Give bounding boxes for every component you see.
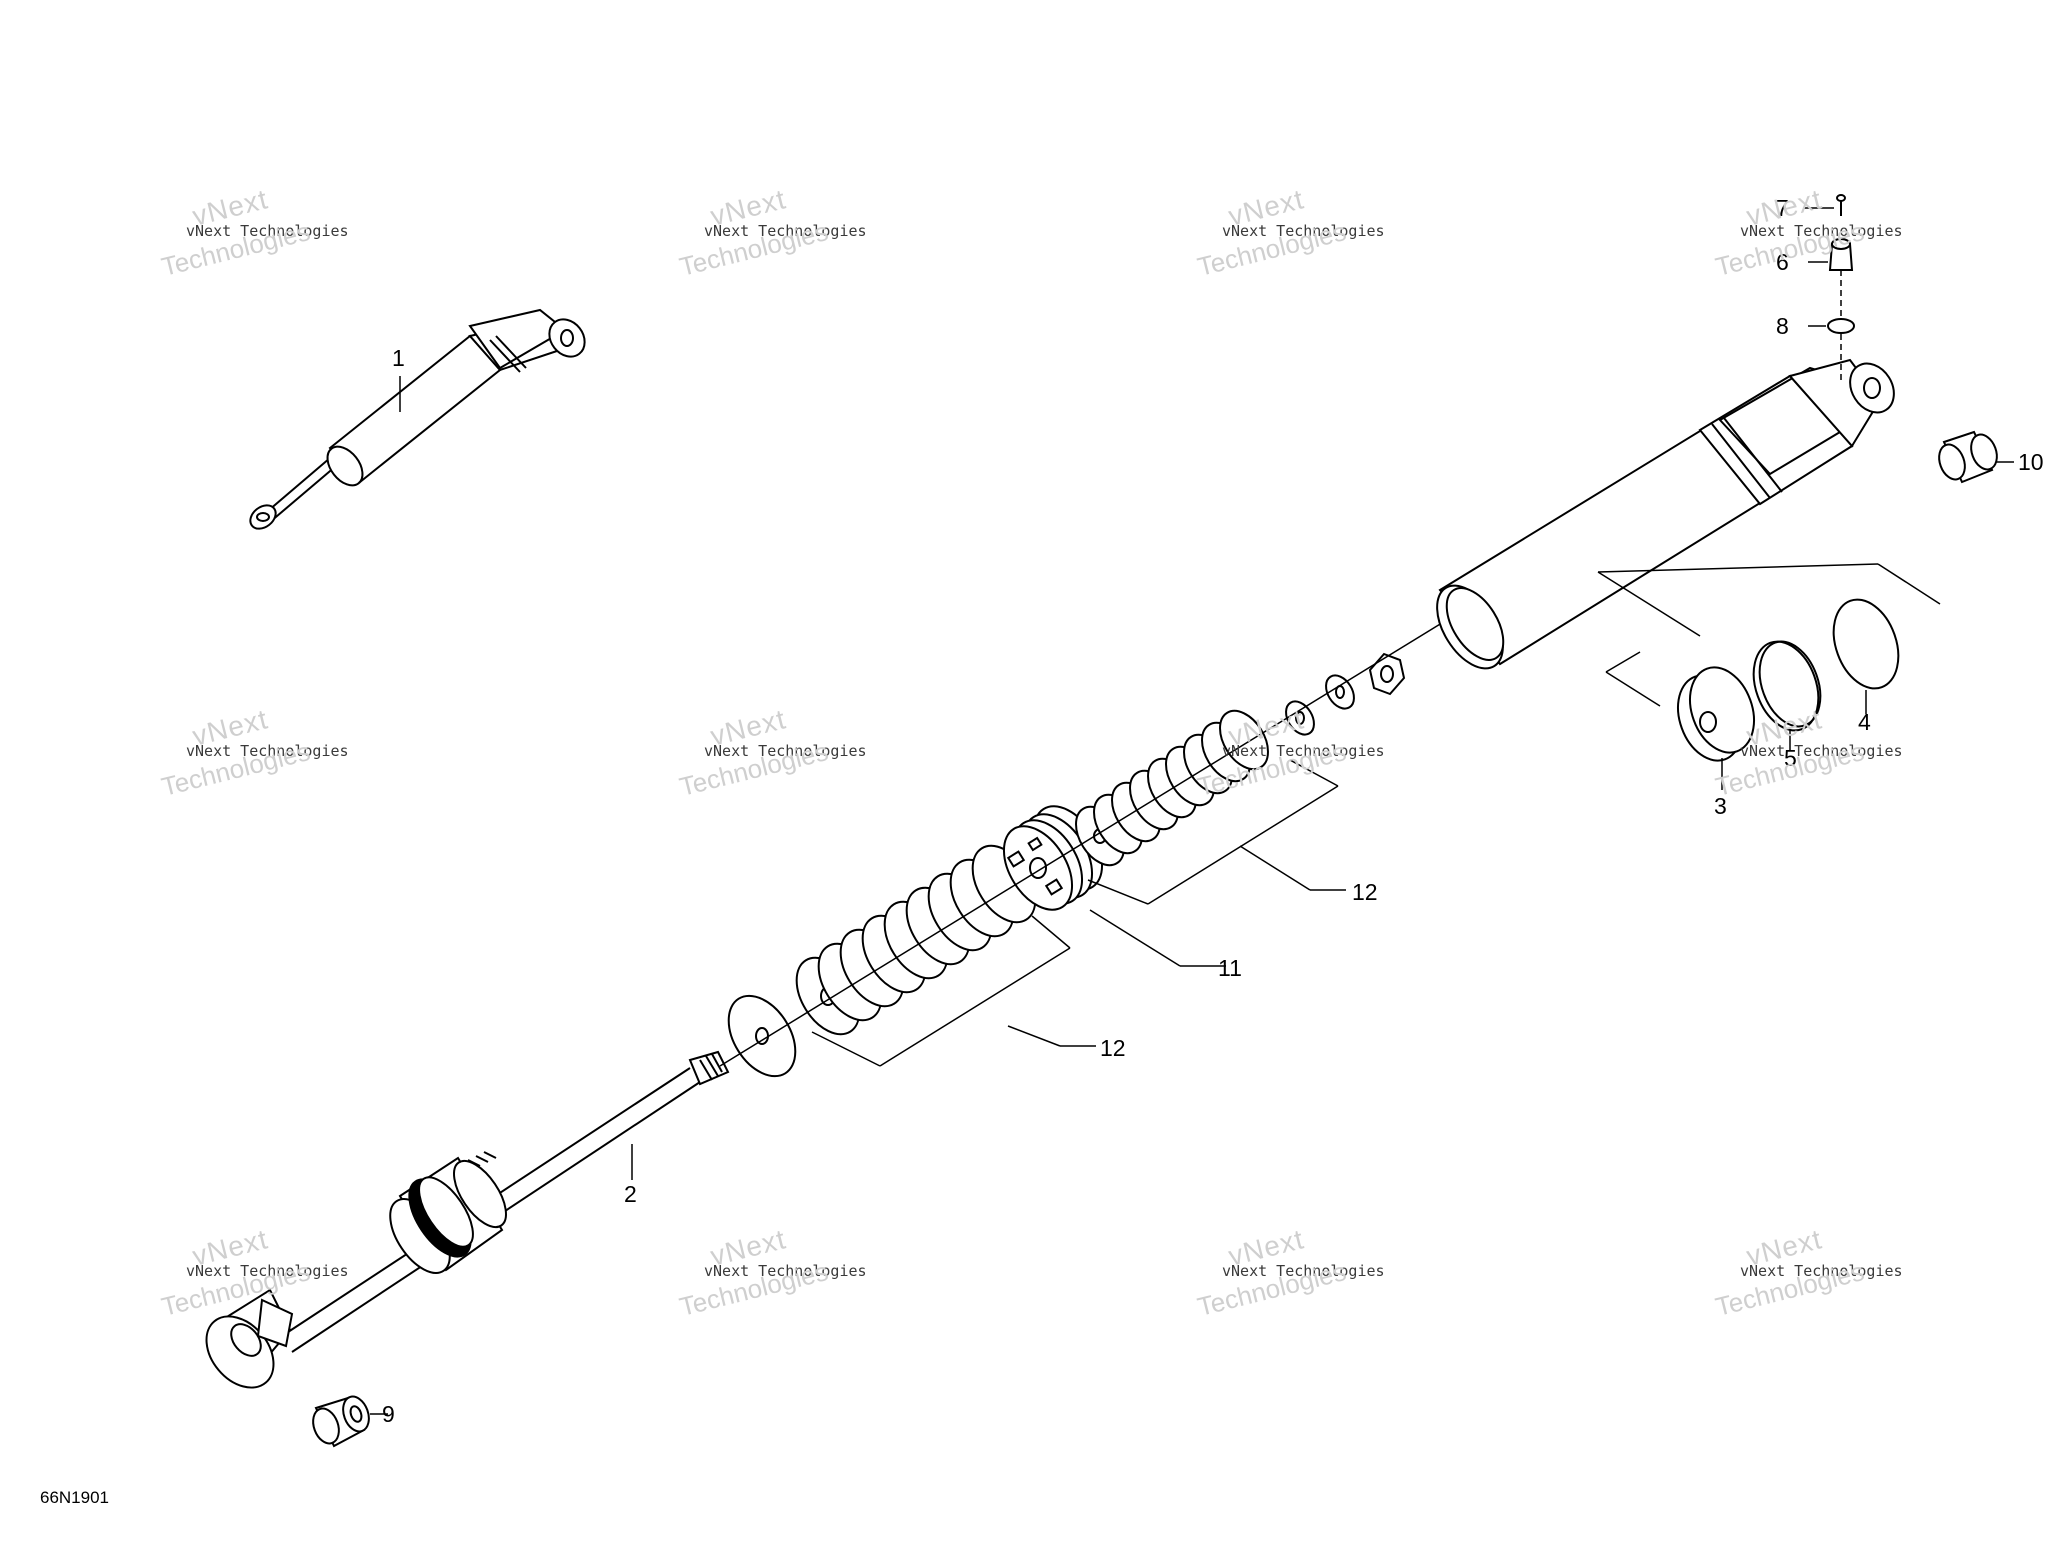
bushing-lower bbox=[312, 1395, 370, 1448]
callout-5: 5 bbox=[1784, 745, 1797, 771]
callout-4: 4 bbox=[1858, 709, 1871, 735]
callout-12-lower: 12 bbox=[1100, 1035, 1126, 1061]
o-ring bbox=[1827, 318, 1855, 334]
callout-7: 7 bbox=[1776, 195, 1789, 221]
shock-shaft-assembly bbox=[205, 1050, 730, 1389]
washers-and-nut bbox=[1285, 652, 1406, 736]
callout-9: 9 bbox=[382, 1401, 395, 1427]
shock-absorber-assembly bbox=[249, 308, 586, 530]
callout-1: 1 bbox=[392, 345, 405, 371]
callout-3: 3 bbox=[1714, 793, 1727, 819]
grouping-brackets bbox=[811, 563, 1941, 1067]
reservoir-cap-parts bbox=[1677, 598, 1900, 762]
piston bbox=[1002, 805, 1104, 911]
shock-body bbox=[1436, 358, 1895, 670]
washer-lower bbox=[727, 994, 797, 1078]
callout-10: 10 bbox=[2018, 449, 2044, 475]
callout-11: 11 bbox=[1218, 955, 1242, 981]
drawing-code: 66N1901 bbox=[40, 1488, 110, 1507]
bushing-upper bbox=[1938, 430, 1998, 484]
callout-2: 2 bbox=[624, 1181, 637, 1207]
callout-8: 8 bbox=[1776, 313, 1789, 339]
leader-lines bbox=[370, 207, 2014, 1415]
assembly-axis bbox=[719, 617, 1451, 1067]
callout-12-upper: 12 bbox=[1352, 879, 1378, 905]
callout-labels: 1 2 3 4 5 6 7 8 9 10 11 12 12 bbox=[382, 195, 2044, 1427]
callout-6: 6 bbox=[1776, 249, 1789, 275]
valve-fitting-parts bbox=[1827, 194, 1855, 380]
